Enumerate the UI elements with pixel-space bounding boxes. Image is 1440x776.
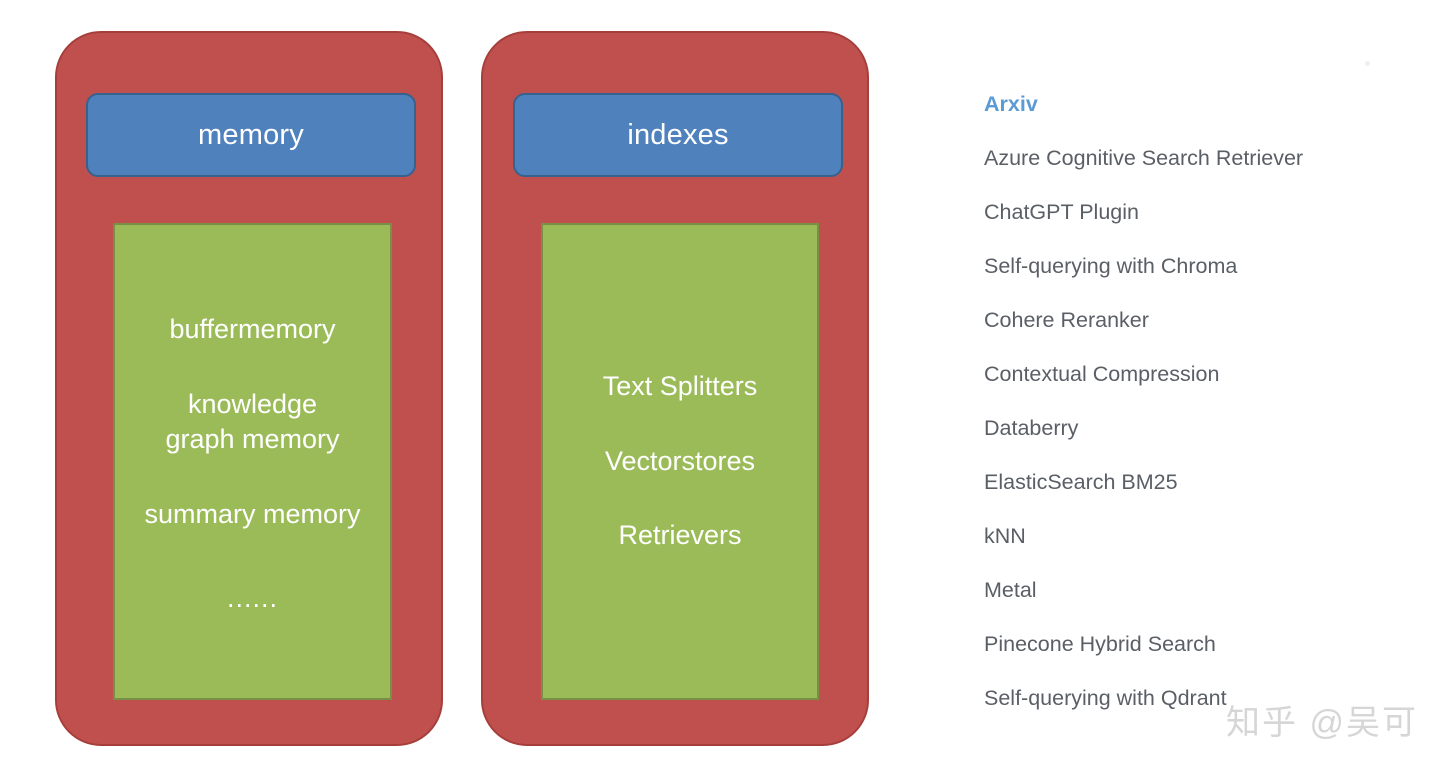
list-item-knn[interactable]: kNN bbox=[984, 524, 1026, 549]
list-item-self-querying-with-chroma[interactable]: Self-querying with Chroma bbox=[984, 254, 1238, 279]
memory-item-ellipsis: ...... bbox=[226, 583, 278, 614]
artifact-speck bbox=[1365, 61, 1370, 66]
watermark: 知乎 @吴可 bbox=[1226, 704, 1418, 742]
list-item-self-querying-with-qdrant[interactable]: Self-querying with Qdrant bbox=[984, 686, 1227, 711]
list-item-databerry[interactable]: Databerry bbox=[984, 416, 1079, 441]
panel-indexes-header-label: indexes bbox=[627, 118, 729, 151]
memory-item-knowledge-graph-memory: knowledge graph memory bbox=[115, 387, 390, 458]
list-item-pinecone-hybrid-search[interactable]: Pinecone Hybrid Search bbox=[984, 632, 1216, 657]
list-item-contextual-compression[interactable]: Contextual Compression bbox=[984, 362, 1220, 387]
indexes-item-text-splitters: Text Splitters bbox=[602, 371, 758, 402]
retriever-link-list: Arxiv Azure Cognitive Search Retriever C… bbox=[984, 78, 1404, 726]
panel-indexes-header: indexes bbox=[513, 93, 843, 177]
list-item-azure-cognitive-search-retriever[interactable]: Azure Cognitive Search Retriever bbox=[984, 146, 1304, 171]
panel-indexes-content: Text Splitters Vectorstores Retrievers bbox=[541, 223, 819, 700]
indexes-item-vectorstores: Vectorstores bbox=[604, 445, 756, 476]
list-item-arxiv[interactable]: Arxiv bbox=[984, 92, 1038, 117]
list-item-metal[interactable]: Metal bbox=[984, 578, 1037, 603]
memory-item-buffermemory: buffermemory bbox=[169, 313, 336, 344]
panel-indexes: indexes Text Splitters Vectorstores Retr… bbox=[481, 31, 869, 746]
indexes-item-retrievers: Retrievers bbox=[618, 520, 742, 551]
memory-item-summary-memory: summary memory bbox=[144, 498, 361, 529]
list-item-cohere-reranker[interactable]: Cohere Reranker bbox=[984, 308, 1149, 333]
panel-memory-header: memory bbox=[86, 93, 416, 177]
panel-memory-header-label: memory bbox=[198, 118, 304, 151]
memory-item-knowledge-graph-memory-line2: graph memory bbox=[165, 424, 340, 455]
panel-memory: memory buffermemory knowledge graph memo… bbox=[55, 31, 443, 746]
list-item-chatgpt-plugin[interactable]: ChatGPT Plugin bbox=[984, 200, 1139, 225]
list-item-elasticsearch-bm25[interactable]: ElasticSearch BM25 bbox=[984, 470, 1178, 495]
memory-item-knowledge-graph-memory-line1: knowledge bbox=[187, 388, 318, 419]
panel-memory-content: buffermemory knowledge graph memory summ… bbox=[113, 223, 392, 700]
